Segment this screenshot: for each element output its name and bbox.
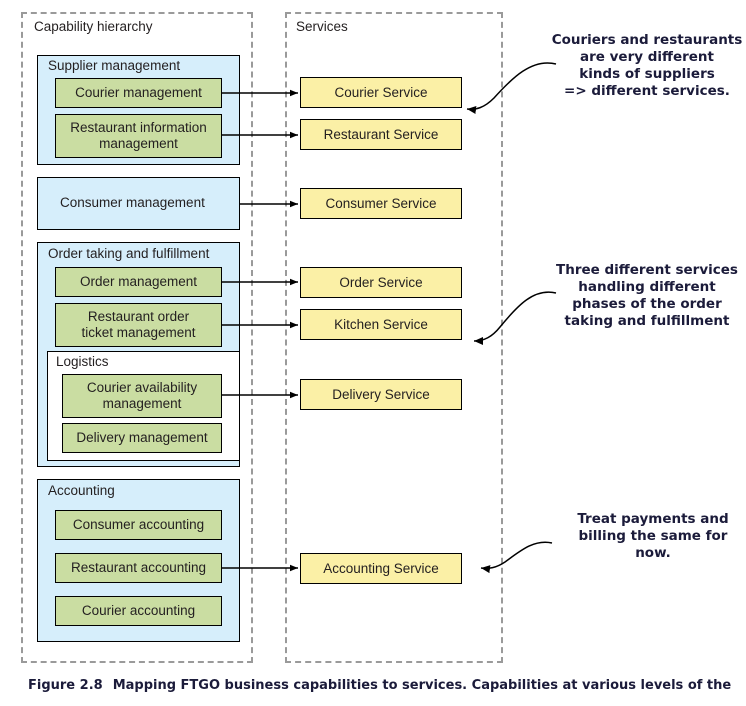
- annotation-payments-note: Treat payments and billing the same for …: [577, 511, 729, 561]
- capability-courier-accounting[interactable]: Courier accounting: [55, 596, 222, 626]
- capability-subgroup-logistics-label: Logistics: [56, 354, 109, 369]
- capability-delivery-management[interactable]: Delivery management: [62, 423, 222, 453]
- annotation-suppliers-note: Couriers and restaurants are very differ…: [551, 32, 743, 99]
- capability-order-management[interactable]: Order management: [55, 267, 222, 297]
- figure-caption-text: Mapping FTGO business capabilities to se…: [112, 678, 732, 693]
- capability-courier-management[interactable]: Courier management: [55, 78, 222, 108]
- lane-capability-hierarchy-title: Capability hierarchy: [34, 19, 153, 34]
- service-restaurant-service[interactable]: Restaurant Service: [300, 119, 462, 150]
- capability-restaurant-order-ticket-management[interactable]: Restaurant order ticket management: [55, 303, 222, 347]
- capability-courier-availability-management[interactable]: Courier availability management: [62, 374, 222, 418]
- figure-caption: Figure 2.8 Mapping FTGO business capabili…: [28, 678, 740, 695]
- lane-services-title: Services: [296, 19, 348, 34]
- capability-group-order-taking-and-fulfillment-label: Order taking and fulfillment: [48, 246, 210, 261]
- service-courier-service[interactable]: Courier Service: [300, 77, 462, 108]
- capability-group-consumer-management-label: Consumer management: [60, 195, 205, 210]
- service-accounting-service[interactable]: Accounting Service: [300, 553, 462, 584]
- service-order-service[interactable]: Order Service: [300, 267, 462, 298]
- annotation-order-phases-note: Three different services handling differ…: [556, 262, 738, 329]
- capability-group-accounting-label: Accounting: [48, 483, 115, 498]
- capability-group-supplier-management-label: Supplier management: [48, 58, 181, 73]
- lane-capability-hierarchy: [21, 12, 253, 663]
- service-kitchen-service[interactable]: Kitchen Service: [300, 309, 462, 340]
- service-delivery-service[interactable]: Delivery Service: [300, 379, 462, 410]
- capability-restaurant-accounting[interactable]: Restaurant accounting: [55, 553, 222, 583]
- figure-number: Figure 2.8: [28, 678, 103, 693]
- capability-consumer-accounting[interactable]: Consumer accounting: [55, 510, 222, 540]
- capability-group-consumer-management[interactable]: [37, 177, 240, 230]
- service-consumer-service[interactable]: Consumer Service: [300, 188, 462, 219]
- capability-restaurant-information-management[interactable]: Restaurant information management: [55, 114, 222, 158]
